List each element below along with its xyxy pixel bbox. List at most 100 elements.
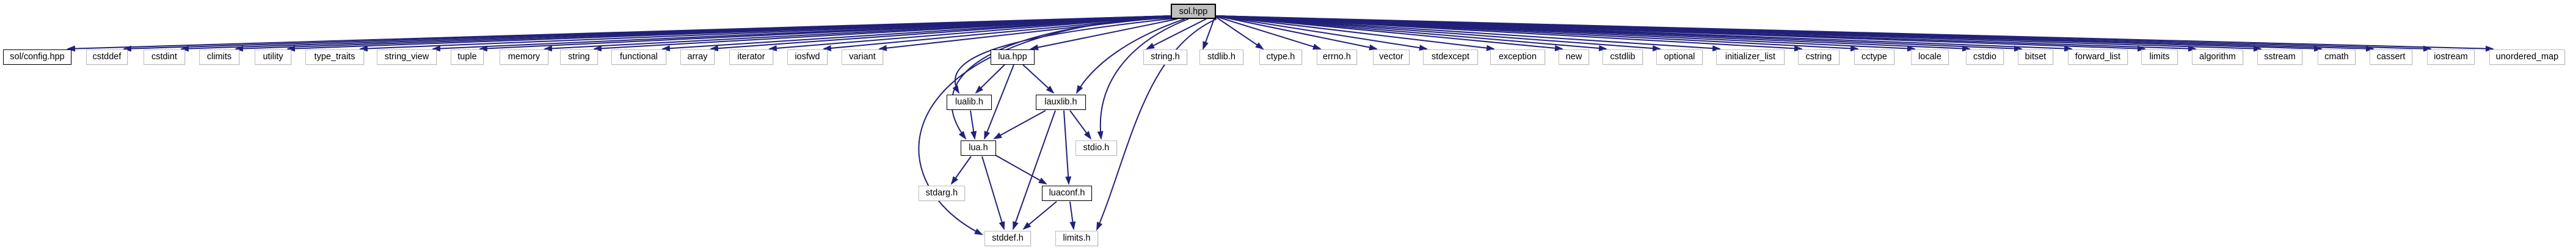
node-stdarg_h: stdarg.h xyxy=(919,186,965,201)
node-cassert: cassert xyxy=(2370,49,2412,65)
node-lauxlib_h[interactable]: lauxlib.h xyxy=(1036,95,1086,110)
node-ctype_h: ctype.h xyxy=(1259,49,1302,65)
node-climits: climits xyxy=(199,49,239,65)
node-new: new xyxy=(1559,49,1589,65)
node-locale: locale xyxy=(1911,49,1949,65)
edge-sol_hpp-to-optional xyxy=(1215,15,1661,52)
edge-sol_hpp-to-memory xyxy=(544,15,1172,52)
edge-sol_hpp-to-sstream xyxy=(1215,15,2262,52)
edge-sol_hpp-to-string_h xyxy=(1146,18,1207,49)
edge-lauxlib_h-to-stddef_h xyxy=(1013,110,1056,230)
node-iostream: iostream xyxy=(2427,49,2475,65)
edge-sol_hpp-to-functional xyxy=(661,15,1172,52)
edge-sol_hpp-to-iosfwd xyxy=(823,16,1172,51)
node-limits_h: limits.h xyxy=(1055,231,1098,246)
edge-lauxlib_h-to-stdio_h xyxy=(1069,110,1092,140)
node-cstdio: cstdio xyxy=(1966,49,2004,65)
edge-sol_hpp-to-forward_list xyxy=(1215,15,2073,52)
node-stddef_h: stddef.h xyxy=(984,231,1031,246)
edge-luaconf_h-to-limits_h xyxy=(1069,201,1076,230)
edge-sol_hpp-to-stdexcept xyxy=(1215,15,1428,51)
node-forward_list: forward_list xyxy=(2068,49,2128,65)
edge-sol_hpp-to-algorithm xyxy=(1215,15,2197,52)
node-unordered_map: unordered_map xyxy=(2489,49,2565,65)
node-lua_h[interactable]: lua.h xyxy=(961,140,996,156)
edge-sol_hpp-to-unordered_map xyxy=(1215,15,2494,52)
edge-sol_hpp-to-errno_h xyxy=(1215,16,1322,50)
node-vector: vector xyxy=(1373,49,1410,65)
node-cstdint: cstdint xyxy=(144,49,185,65)
edge-sol_hpp-to-lualib_h xyxy=(952,18,1176,94)
node-luaconf_h[interactable]: luaconf.h xyxy=(1042,186,1092,201)
node-lualib_h[interactable]: lualib.h xyxy=(947,95,992,110)
node-functional: functional xyxy=(611,49,666,65)
node-optional: optional xyxy=(1656,49,1703,65)
node-type_traits: type_traits xyxy=(305,49,364,65)
edge-sol_hpp-to-vector xyxy=(1215,15,1378,51)
edge-sol_hpp-to-cstring xyxy=(1215,15,1803,52)
edge-sol_hpp-to-stdio_h xyxy=(1097,18,1189,140)
edge-sol_hpp-to-utility xyxy=(286,15,1172,52)
edge-sol_hpp-to-exception xyxy=(1215,15,1495,51)
node-iterator: iterator xyxy=(729,49,773,65)
edge-sol_hpp-to-variant xyxy=(878,16,1172,51)
edge-sol_hpp-to-locale xyxy=(1215,15,1916,52)
edge-sol_hpp-to-climits xyxy=(235,15,1172,52)
node-cstring: cstring xyxy=(1798,49,1839,65)
edge-lualib_h-to-lua_h xyxy=(970,110,977,140)
edge-lua_h-to-luaconf_h xyxy=(994,154,1047,184)
node-iosfwd: iosfwd xyxy=(787,49,828,65)
edge-sol_hpp-to-iostream xyxy=(1215,15,2432,52)
node-string: string xyxy=(560,49,598,65)
node-sol_config_hpp[interactable]: sol/config.hpp xyxy=(3,49,71,65)
edge-lauxlib_h-to-luaconf_h xyxy=(1063,110,1072,185)
node-initializer_list: initializer_list xyxy=(1716,49,1785,65)
edge-sol_hpp-to-cstdio xyxy=(1215,15,1971,52)
node-stdlib_h: stdlib.h xyxy=(1199,49,1243,65)
edge-lua_hpp-to-lualib_h xyxy=(975,64,1005,94)
edge-sol_hpp-to-cctype xyxy=(1215,15,1859,52)
edge-sol_hpp-to-cassert xyxy=(1215,15,2374,52)
edge-sol_hpp-to-cstddef xyxy=(123,15,1172,52)
node-stdio_h: stdio.h xyxy=(1075,140,1117,156)
node-cmath: cmath xyxy=(2318,49,2356,65)
edge-lauxlib_h-to-lua_h xyxy=(993,110,1046,139)
edge-sol_hpp-to-lua_h xyxy=(951,17,1174,140)
node-string_view: string_view xyxy=(377,49,437,65)
node-variant: variant xyxy=(842,49,883,65)
edge-sol_hpp-to-stddef_h xyxy=(918,15,1173,235)
edge-sol_hpp-to-bitset xyxy=(1215,15,2023,52)
edge-sol_hpp-to-lua_hpp xyxy=(1030,18,1178,51)
node-stdexcept: stdexcept xyxy=(1423,49,1478,65)
node-algorithm: algorithm xyxy=(2192,49,2243,65)
node-sstream: sstream xyxy=(2257,49,2302,65)
edge-sol_hpp-to-tuple xyxy=(479,15,1172,52)
node-utility: utility xyxy=(255,49,291,65)
edge-sol_hpp-to-iterator xyxy=(768,15,1172,52)
edge-sol_hpp-to-type_traits xyxy=(359,15,1172,52)
edge-sol_hpp-to-array xyxy=(710,15,1172,52)
edge-sol_hpp-to-new xyxy=(1215,15,1563,51)
edge-sol_hpp-to-cstdint xyxy=(180,15,1172,52)
node-cstdlib: cstdlib xyxy=(1603,49,1643,65)
node-exception: exception xyxy=(1490,49,1545,65)
node-tuple: tuple xyxy=(451,49,484,65)
edge-sol_hpp-to-string xyxy=(593,15,1172,52)
edge-sol_hpp-to-ctype_h xyxy=(1215,16,1264,50)
edge-luaconf_h-to-stddef_h xyxy=(1022,201,1057,230)
node-array: array xyxy=(680,49,715,65)
edge-sol_hpp-to-cstdlib xyxy=(1215,15,1607,51)
node-sol_hpp: sol.hpp xyxy=(1171,4,1216,19)
node-cctype: cctype xyxy=(1854,49,1894,65)
edge-sol_hpp-to-initializer_list xyxy=(1215,15,1721,52)
node-lua_hpp[interactable]: lua.hpp xyxy=(991,49,1035,65)
edge-lua_hpp-to-lauxlib_h xyxy=(1022,64,1055,94)
node-cstddef: cstddef xyxy=(86,49,128,65)
edge-lua_h-to-stddef_h xyxy=(981,156,1005,230)
edge-sol_hpp-to-string_view xyxy=(432,15,1172,52)
node-string_h: string.h xyxy=(1143,49,1187,65)
edge-group xyxy=(67,15,2494,235)
node-limits: limits xyxy=(2141,49,2178,65)
